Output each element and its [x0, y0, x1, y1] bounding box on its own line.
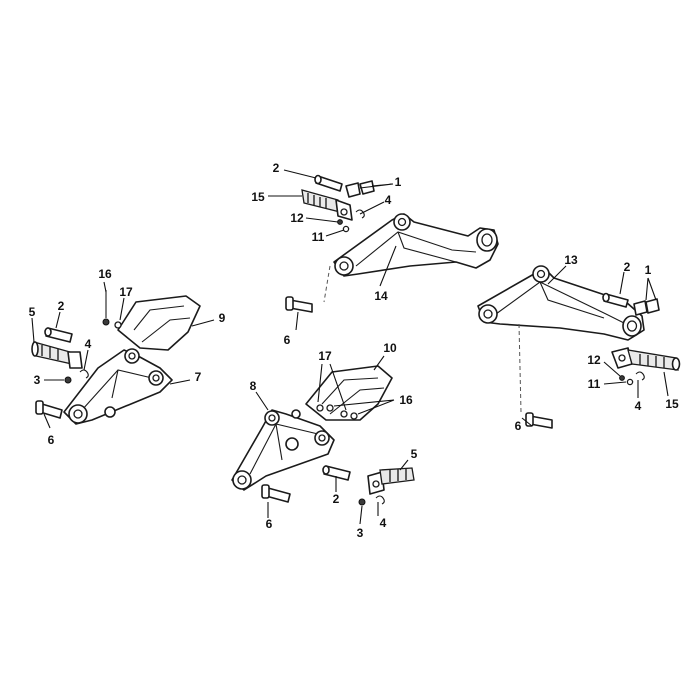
- callout-7: 7: [195, 370, 202, 384]
- callout-10: 10: [383, 341, 397, 355]
- footpeg-mid: [367, 467, 415, 495]
- ball-right: [619, 375, 625, 381]
- footpeg-left: [31, 341, 83, 369]
- leader-lines: [31, 169, 669, 525]
- callout-2-left: 2: [58, 299, 65, 313]
- rear-bracket-right-assembly: [477, 265, 681, 429]
- callout-3-left: 3: [34, 373, 41, 387]
- callout-13: 13: [564, 253, 578, 267]
- callout-6-mid: 6: [284, 333, 291, 347]
- callout-4-right: 4: [635, 399, 642, 413]
- callout-labels: 1 2 4 15 12 11 14 6 13 2 1 12 11 4 15 6 …: [29, 161, 679, 540]
- spring-mid: [375, 495, 385, 505]
- pin-right: [602, 292, 629, 308]
- ball-left: [64, 376, 72, 384]
- callout-4-top: 4: [385, 193, 392, 207]
- callout-1-top: 1: [395, 175, 402, 189]
- washer-top: [342, 225, 350, 233]
- screws-center: [316, 404, 358, 420]
- callout-15-top: 15: [251, 190, 265, 204]
- assembly-line-top: [323, 265, 331, 303]
- callout-17-left: 17: [119, 285, 133, 299]
- bracket-14: [333, 213, 499, 277]
- footpeg-right: [611, 347, 681, 371]
- bolt-left: [35, 400, 63, 419]
- bracket-7: [63, 348, 173, 425]
- callout-15-right: 15: [665, 397, 679, 411]
- callout-17-mid: 17: [318, 349, 332, 363]
- ball-mid: [358, 498, 366, 506]
- callout-11-top: 11: [312, 230, 325, 244]
- bolt-bottom: [261, 484, 291, 503]
- pin-mid: [322, 465, 351, 481]
- callout-5-left: 5: [29, 305, 36, 319]
- callout-12-right: 12: [587, 353, 601, 367]
- clip-pair-right: [633, 298, 660, 316]
- callout-8: 8: [250, 379, 257, 393]
- callout-5-mid: 5: [411, 447, 418, 461]
- callout-6-left: 6: [48, 433, 55, 447]
- washer-right: [626, 378, 634, 386]
- callout-16-left: 16: [98, 267, 112, 281]
- callout-14: 14: [374, 289, 388, 303]
- callout-16-mid: 16: [399, 393, 413, 407]
- callout-4-left: 4: [85, 337, 92, 351]
- callout-6-bottom: 6: [266, 517, 273, 531]
- callout-1-right: 1: [645, 263, 652, 277]
- callout-2-top: 2: [273, 161, 280, 175]
- spring-right: [635, 371, 645, 381]
- callout-12-top: 12: [290, 211, 304, 225]
- bracket-8: [231, 409, 335, 491]
- assembly-line-right: [518, 323, 522, 413]
- pin-top: [314, 174, 343, 192]
- spring-left: [79, 369, 89, 379]
- front-bracket-left-assembly: [31, 290, 201, 425]
- bracket-13: [477, 265, 645, 341]
- callout-11-right: 11: [588, 377, 601, 391]
- callout-9: 9: [219, 311, 226, 325]
- callout-3-mid: 3: [357, 526, 364, 540]
- clip-pair-top: [345, 180, 375, 198]
- ball-top: [337, 219, 343, 225]
- callout-2-mid: 2: [333, 492, 340, 506]
- screw-left: [102, 290, 122, 329]
- rear-bracket-top-assembly: [285, 174, 499, 313]
- bolt-right: [525, 412, 553, 429]
- pin-left: [44, 327, 73, 343]
- heel-guard-9: [117, 295, 201, 351]
- footpeg-top: [301, 189, 353, 221]
- front-bracket-center-assembly: [231, 365, 415, 506]
- callout-6-right: 6: [515, 419, 522, 433]
- callout-4-mid: 4: [380, 516, 387, 530]
- callout-2-right: 2: [624, 260, 631, 274]
- bolt-mid: [285, 296, 313, 313]
